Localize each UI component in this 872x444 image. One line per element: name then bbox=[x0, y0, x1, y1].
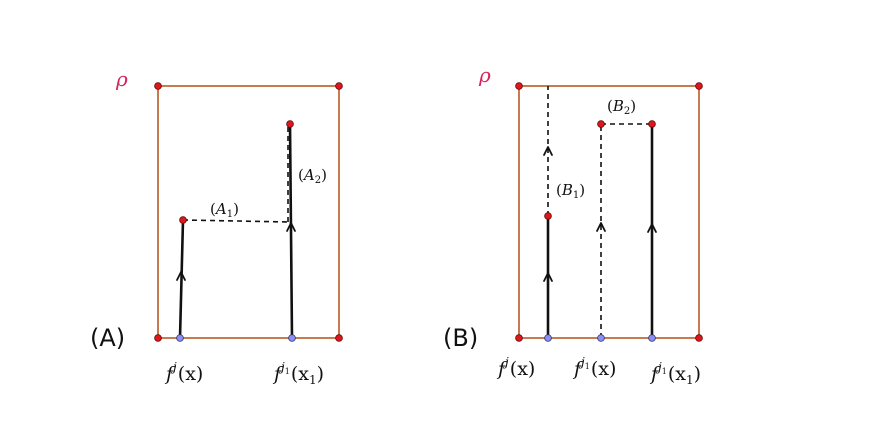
panel-b-axis-label-fjx: fj(x) bbox=[496, 355, 535, 380]
panel-b-arrow-1-dashed bbox=[543, 146, 553, 156]
panel-b-arrow-3 bbox=[647, 223, 657, 233]
panel-b-label-b2: (B2) bbox=[607, 97, 636, 117]
panel-b-point-fjx bbox=[544, 334, 552, 342]
panel-a-point-fj1x1 bbox=[288, 334, 296, 342]
panel-a-point-a2-end bbox=[286, 120, 294, 128]
panel-a-axis-label-fjx: fj(x) bbox=[164, 360, 203, 385]
panel-b-rho-label: ρ bbox=[478, 63, 491, 87]
panel-b-corner-top-left bbox=[515, 82, 523, 90]
panel-a: (A) ρ (A1) (A2) fj(x) fj1(x1) bbox=[90, 67, 343, 387]
panel-a-box bbox=[157, 85, 340, 339]
panel-b-axis-label-fj1x1: fj1(x1) bbox=[649, 360, 701, 387]
panel-b-label: (B) bbox=[443, 324, 478, 352]
panel-b: (B) ρ (B1) (B2) fj(x) fj1(x) bbox=[443, 63, 703, 387]
panel-a-arrow-1 bbox=[176, 271, 186, 281]
panel-b-corner-bottom-left bbox=[515, 334, 523, 342]
panel-a-rho-label: ρ bbox=[115, 67, 128, 91]
panel-a-label-a2: (A2) bbox=[298, 166, 327, 186]
panel-a-axis-label-fj1x1: fj1(x1) bbox=[272, 360, 324, 387]
panel-a-corner-bottom-left bbox=[154, 334, 162, 342]
panel-a-corner-bottom-right bbox=[335, 334, 343, 342]
panel-b-label-b1: (B1) bbox=[556, 181, 585, 201]
panel-a-corner-top-left bbox=[154, 82, 162, 90]
panel-b-arrow-2 bbox=[596, 222, 606, 232]
panel-a-solid-path-2 bbox=[288, 122, 294, 340]
panel-a-point-fjx bbox=[176, 334, 184, 342]
panel-b-corner-bottom-right bbox=[695, 334, 703, 342]
panel-a-arrow-2 bbox=[286, 222, 296, 232]
panel-a-solid-path-1 bbox=[178, 218, 185, 340]
panel-a-label-a1: (A1) bbox=[210, 200, 239, 220]
panel-b-point-b2-start bbox=[597, 120, 605, 128]
panel-b-box bbox=[518, 85, 700, 339]
panel-b-axis-label-fj1x: fj1(x) bbox=[572, 355, 616, 380]
panel-b-point-b1-start bbox=[544, 212, 552, 220]
panel-a-corner-top-right bbox=[335, 82, 343, 90]
panel-b-point-fj1x bbox=[597, 334, 605, 342]
panel-a-label: (A) bbox=[90, 324, 125, 352]
panel-b-corner-top-right bbox=[695, 82, 703, 90]
panel-b-arrow-1 bbox=[543, 272, 553, 282]
panel-a-dashed-path-a1 bbox=[182, 219, 291, 223]
panel-a-point-a1-start bbox=[179, 216, 187, 224]
panel-b-point-b2-end bbox=[648, 120, 656, 128]
panel-b-point-fj1x1 bbox=[648, 334, 656, 342]
